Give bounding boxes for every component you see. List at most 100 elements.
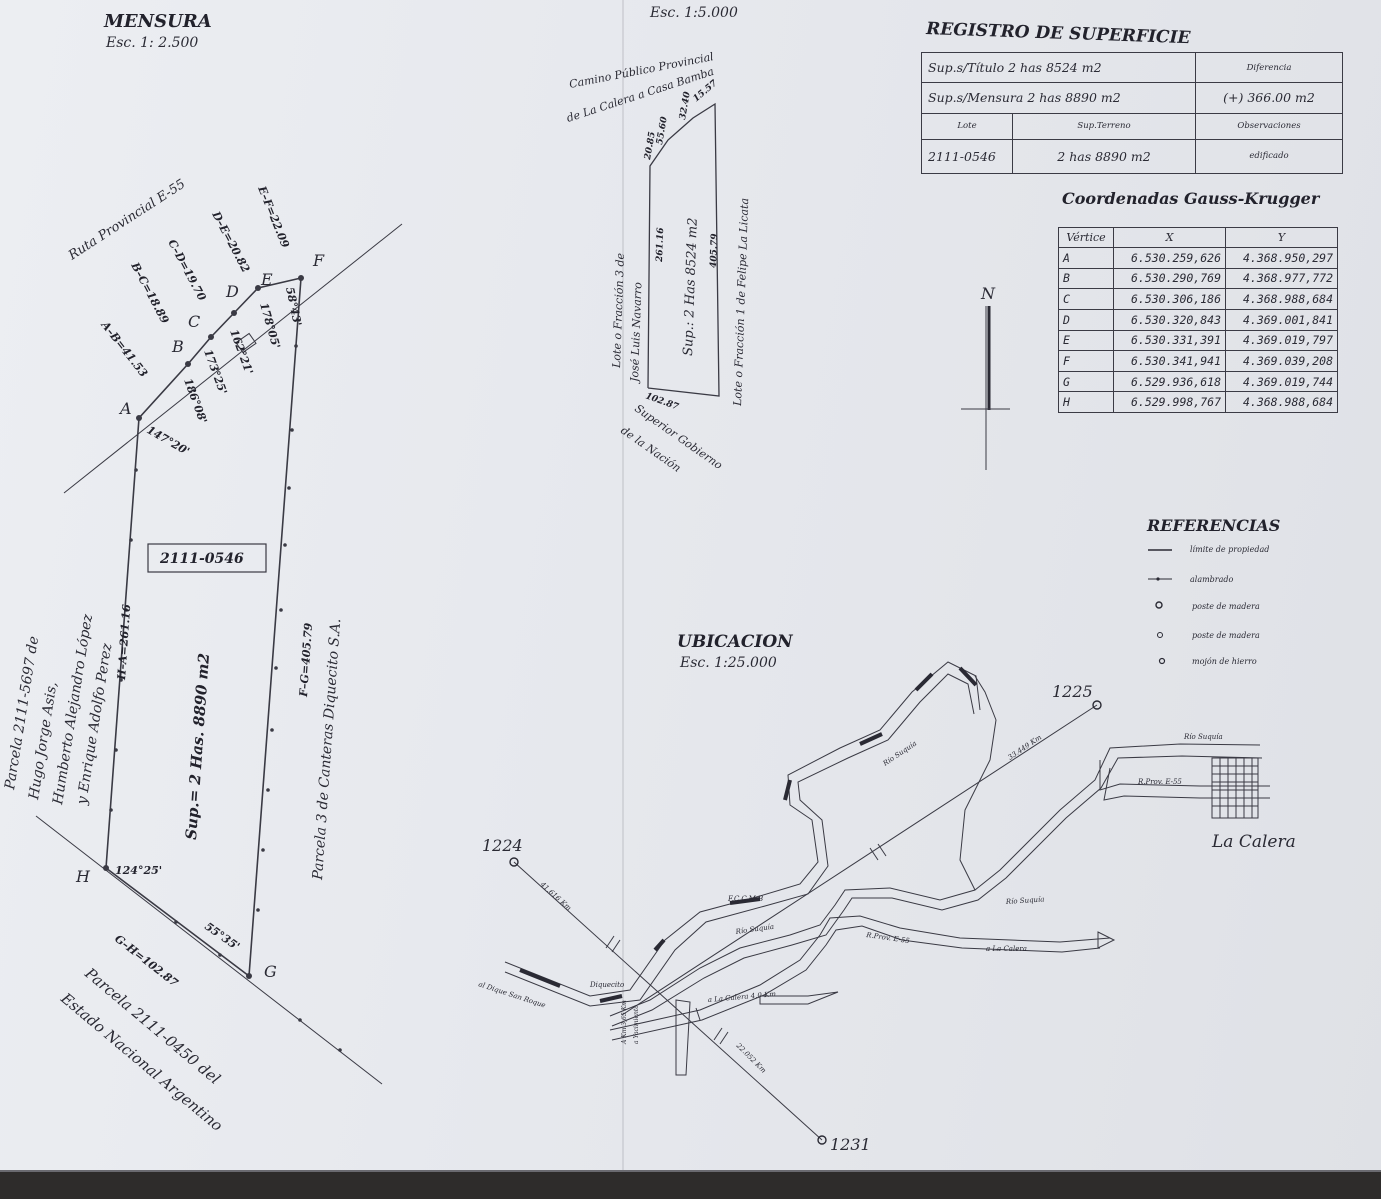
top-scale: Esc. 1:5.000 [649, 5, 738, 21]
rprov-label-1: R.Prov. E-55 [1137, 778, 1182, 786]
registro-title: REGISTRO DE SUPERFICIE [925, 19, 1192, 48]
parcela-west: Parcela 2111-5697 de Hugo Jorge Asis, Hu… [2, 612, 116, 806]
side-gh: G–H=102.87 [112, 932, 181, 990]
rio-suquia-label-1: Río Suquía [881, 739, 918, 768]
hdr-lote: Lote [921, 112, 1013, 140]
a-la-calera-label: a La Calera [986, 945, 1027, 953]
diferencia-value: (+) 366.00 m2 [1195, 82, 1343, 114]
ubicacion-scale: Esc. 1:25.000 [679, 655, 777, 671]
svg-text:mojón de hierro: mojón de hierro [1192, 657, 1257, 666]
vertex-h: H [75, 867, 91, 886]
angle-b: 186°08' [181, 377, 209, 426]
table-surface [0, 1172, 1381, 1199]
hdr-y: Y [1225, 227, 1338, 248]
title-plan-sup: Sup.: 2 Has 8524 m2 [681, 217, 701, 356]
dist-1224: 41.616 Km [538, 880, 573, 913]
rio-suquia-label-2: Río Suquía [1183, 733, 1223, 741]
point-1231: 1231 [830, 1135, 871, 1154]
side-cd: C–D=19.70 [165, 237, 208, 303]
sup-mensura: Sup.s/Mensura 2 has 8890 m2 [921, 82, 1196, 114]
referencias-title: REFERENCIAS [1146, 516, 1280, 535]
svg-text:poste de madera: poste de madera [1192, 602, 1260, 611]
angle-f: 58°43' [283, 286, 304, 327]
west-owner-2: José Luis Navarro [628, 282, 645, 385]
a-yacimiento-2: A Km 3,65 Km [621, 1000, 628, 1045]
rio-suquia-label-3: Río Suquía [1005, 895, 1045, 906]
vertex-e: E [260, 270, 273, 289]
north-letter: N [980, 284, 996, 303]
right-dim: 405.79 [709, 233, 720, 269]
rio-suquia-label-4: Río Suquía [734, 923, 774, 936]
mensura-scale: Esc. 1: 2.500 [105, 35, 198, 51]
rprov-label-2: R.Prov. E-55 [865, 931, 911, 945]
vertex-c: C [188, 312, 200, 331]
sheet-bottom-border [0, 1170, 1381, 1172]
hdr-x: X [1113, 227, 1226, 248]
a-la-calera-km-label: a La Calera 4,0 Km [707, 990, 776, 1004]
row-sup-terreno: 2 has 8890 m2 [1012, 138, 1196, 175]
vertex-d: D [225, 282, 239, 301]
side-ha: H–A=261.16 [115, 603, 133, 681]
building-mark [235, 332, 257, 354]
hdr-vertice: Vértice [1058, 227, 1114, 248]
mensura-title: MENSURA [103, 11, 212, 32]
paper-fold [622, 0, 624, 1170]
svg-text:límite de propiedad: límite de propiedad [1190, 545, 1269, 554]
referencias-list: límite de propiedad alambrado poste de m… [1148, 545, 1269, 666]
title-plan-outline [647, 102, 720, 397]
side-ab: A–B=41.53 [98, 318, 150, 380]
fence-marks [103, 275, 342, 1052]
diferencia-label: Diferencia [1195, 51, 1343, 84]
road-line [63, 223, 403, 494]
ubicacion-title: UBICACION [677, 632, 794, 652]
row-observaciones: edificado [1195, 138, 1343, 175]
left-dim: 261.16 [655, 227, 666, 264]
angle-c: 173°25' [201, 348, 229, 397]
side-fg: F–G=405.79 [297, 622, 315, 698]
dist-1225: 33.449 Km [1007, 733, 1044, 761]
top-dim-3: 32.40 [678, 90, 693, 120]
side-bc: B–C=18.89 [128, 259, 172, 326]
lot-box-label: 2111-0546 [159, 551, 244, 567]
top-dim-2: 55.60 [655, 115, 670, 145]
vertex-g: G [264, 962, 277, 981]
a-yacimiento-1: a Yacimiento [633, 1005, 640, 1044]
angle-e: 178°05' [257, 301, 282, 350]
hdr-observaciones: Observaciones [1195, 112, 1343, 140]
svg-text:poste de madera: poste de madera [1192, 631, 1260, 640]
vertex-b: B [171, 337, 184, 356]
west-owner-1: Lote o Fracción 3 de [610, 252, 627, 369]
side-ef: E–F=22.09 [255, 183, 292, 250]
vertex-f: F [312, 251, 325, 270]
lot-box [147, 543, 267, 573]
sup-titulo: Sup.s/Título 2 has 8524 m2 [921, 51, 1196, 84]
point-1224: 1224 [482, 836, 523, 855]
side-de: D–E=20.82 [209, 208, 253, 275]
registro-table: Sup.s/Título 2 has 8524 m2 Diferencia Su… [921, 51, 1343, 175]
location-map [504, 661, 1270, 1145]
angle-a: 147°20' [145, 423, 192, 458]
superficie-label: Sup.= 2 Has. 8890 m2 [182, 653, 213, 841]
south-line [35, 815, 383, 1085]
parcela-south: Parcela 2111-0450 del Estado Nacional Ar… [57, 964, 226, 1135]
fccmb-label: F.C.C.M.B [727, 895, 763, 903]
diquecito-label: Diquecito [589, 981, 624, 989]
east-owner: Lote o Fracción 1 de Felipe La Licata [731, 198, 751, 407]
angle-g: 55°35' [202, 920, 242, 953]
row-lote: 2111-0546 [921, 138, 1013, 175]
svg-text:alambrado: alambrado [1190, 575, 1234, 584]
point-1225: 1225 [1052, 682, 1093, 701]
hdr-sup-terreno: Sup.Terreno [1012, 112, 1196, 140]
angle-h: 124°25' [115, 864, 162, 877]
a-la-calera-arrow [759, 991, 839, 1005]
